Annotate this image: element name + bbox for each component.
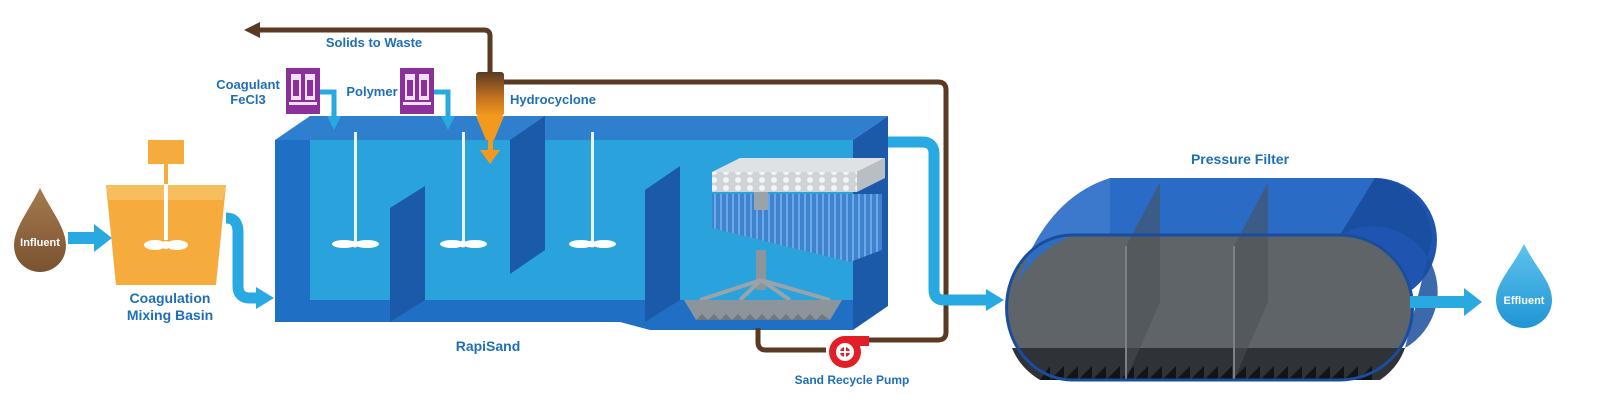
coagulation-mixing-basin: Coagulation Mixing Basin [106, 140, 226, 323]
rapisand-to-filter-pipe [888, 136, 1004, 311]
sand-recycle-pump-label: Sand Recycle Pump [795, 373, 910, 387]
mixer-1 [332, 132, 379, 248]
effluent-drop: Effluent [1496, 244, 1552, 328]
solids-to-waste-label: Solids to Waste [326, 35, 422, 50]
effluent-label: Effluent [1504, 295, 1545, 307]
influent-label: Influent [20, 237, 60, 249]
solids-to-waste-line: Solids to Waste [244, 22, 493, 72]
coagulant-feed-icon [286, 68, 320, 114]
sand-recycle-pump-icon [829, 336, 869, 368]
mixer-3 [569, 132, 616, 248]
coagulant-label-1: Coagulant [216, 77, 280, 92]
filter-to-effluent-arrow [1410, 288, 1482, 316]
mixer-2 [440, 132, 487, 248]
rapisand-label: RapiSand [456, 338, 521, 354]
pressure-filter-label: Pressure Filter [1191, 151, 1290, 167]
rapisand-tank: RapiSand [275, 116, 888, 354]
influent-arrow [68, 224, 112, 252]
coagulant-label-2: FeCl3 [230, 92, 265, 107]
basin-to-rapisand-pipe [225, 212, 274, 309]
influent-drop: Influent [14, 188, 66, 272]
hydrocyclone-label: Hydrocyclone [510, 92, 596, 107]
sand-recycle-line [504, 79, 949, 353]
mixing-basin-label-2: Mixing Basin [127, 307, 213, 323]
hydrocyclone: Hydrocyclone [476, 72, 596, 164]
polymer-label: Polymer [346, 84, 397, 99]
polymer-feed-icon [400, 68, 434, 114]
pressure-filter: Pressure Filter [1005, 151, 1438, 382]
mixing-basin-label-1: Coagulation [130, 290, 211, 306]
